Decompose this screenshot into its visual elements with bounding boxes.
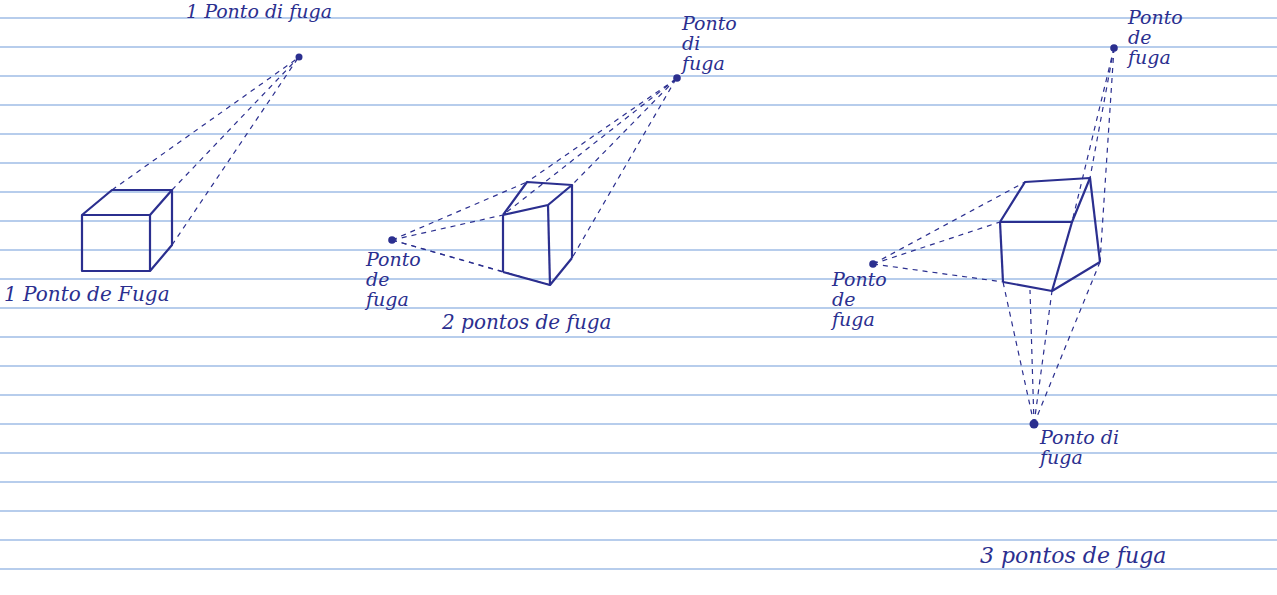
vanishing-point-label: Ponto di fuga <box>1040 428 1130 468</box>
vanishing-lines-two <box>392 79 676 285</box>
cube-three-point <box>1000 178 1100 291</box>
vanishing-point-label: Ponto di fuga <box>682 14 740 74</box>
figure-caption: 2 pontos de fuga <box>442 312 612 333</box>
vanishing-point <box>1030 420 1039 429</box>
figure-caption: 1 Ponto de Fuga <box>4 284 170 305</box>
vanishing-point <box>388 236 396 244</box>
vanishing-point <box>296 54 303 61</box>
vanishing-lines-three <box>873 48 1114 424</box>
vanishing-point-label: Ponto de fuga <box>1128 8 1194 68</box>
figure-caption: 3 pontos de fuga <box>980 544 1166 567</box>
vanishing-point <box>1110 44 1118 52</box>
vanishing-point-label: Ponto de fuga <box>832 270 902 330</box>
cube-one-point <box>82 190 172 271</box>
vanishing-lines-one <box>112 58 298 245</box>
vanishing-point-label: 1 Ponto di fuga <box>186 2 332 22</box>
vanishing-point-label: Ponto de fuga <box>366 250 436 310</box>
vanishing-point <box>673 74 681 82</box>
vanishing-point <box>869 260 877 268</box>
cube-two-point <box>503 182 572 285</box>
